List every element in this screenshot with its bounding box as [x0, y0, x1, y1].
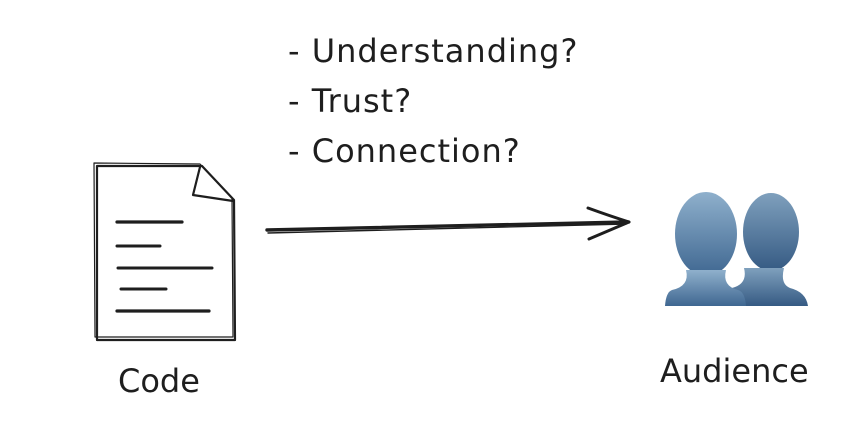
- audience-label: Audience: [660, 352, 809, 390]
- arrow: [265, 206, 631, 241]
- question-list: - Understanding? - Trust? - Connection?: [288, 26, 578, 176]
- busts-in-silhouette-icon: [665, 192, 808, 306]
- question-item-understanding: - Understanding?: [288, 32, 579, 70]
- code-label: Code: [118, 362, 200, 400]
- question-item-connection: - Connection?: [288, 132, 521, 170]
- question-item-trust: - Trust?: [288, 82, 413, 120]
- document-icon: [93, 162, 237, 342]
